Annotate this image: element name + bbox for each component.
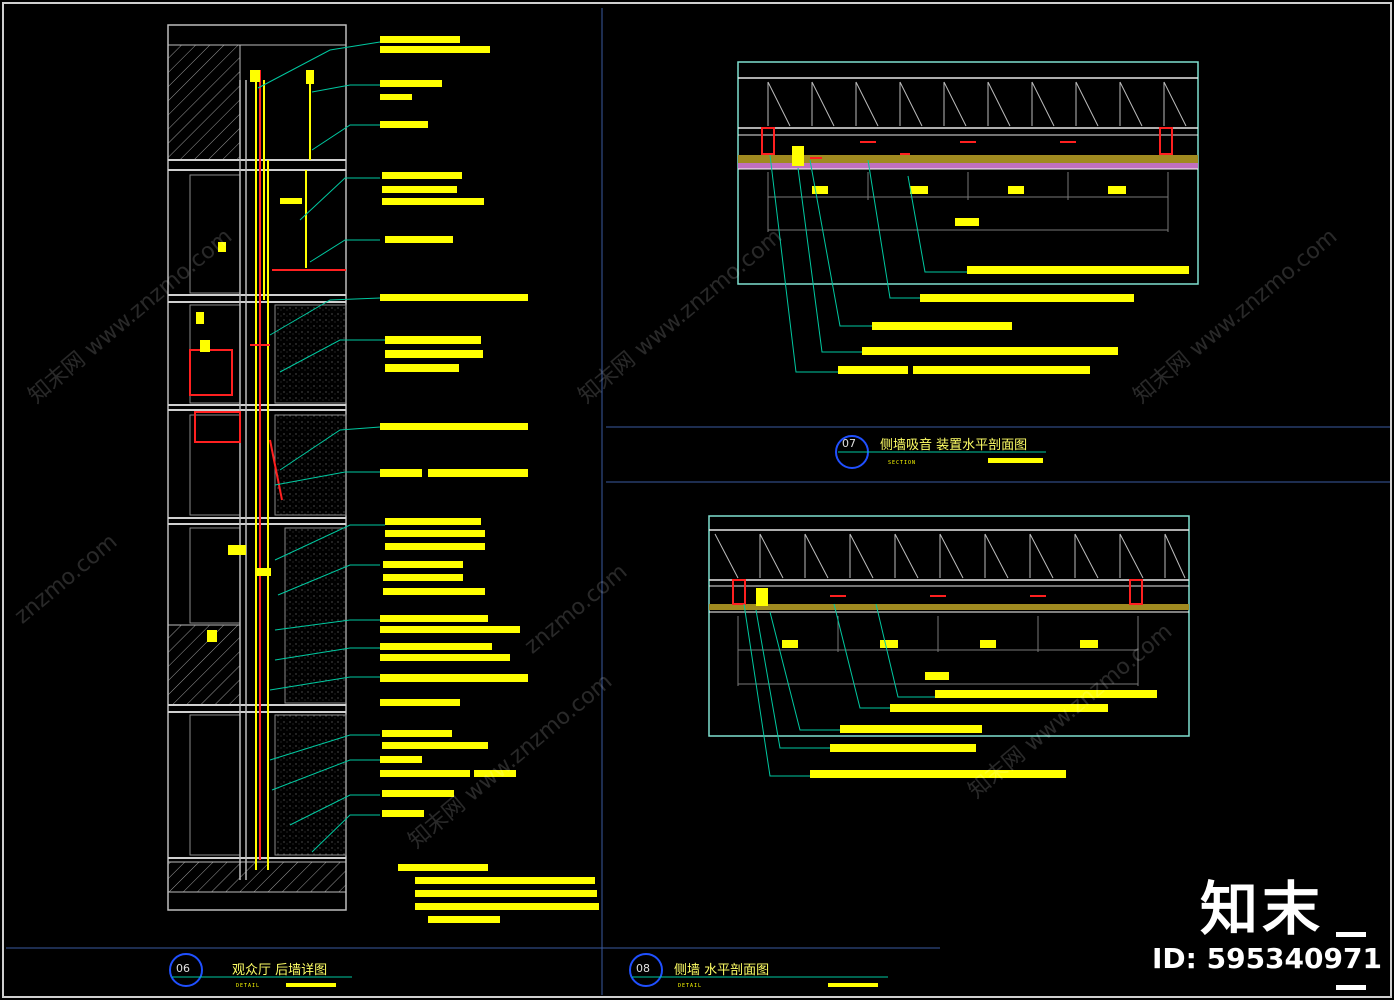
drawing-title-07: 侧墙吸音 装置水平剖面图 <box>880 438 1028 453</box>
detail-08-drawing <box>708 515 1190 778</box>
title-badge-07 <box>835 435 1046 469</box>
id-watermark: ID: 595340971 <box>1152 942 1382 975</box>
drawing-title-06: 观众厅 后墙详图 <box>232 963 328 978</box>
watermark-bar-top <box>1336 932 1366 937</box>
detail-06-annotations <box>257 36 599 923</box>
drawing-subtitle-08: DETAIL <box>678 983 703 989</box>
title-badge-08 <box>629 953 888 987</box>
watermark-bar-bottom <box>1336 985 1366 990</box>
detail-06-wall-section <box>167 24 347 911</box>
title-badge-06 <box>169 953 352 987</box>
drawing-subtitle-06: DETAIL <box>236 983 261 989</box>
drawing-subtitle-07: SECTION <box>888 460 917 466</box>
drawing-number-08: 08 <box>636 962 650 975</box>
drawing-title-08: 侧墙 水平剖面图 <box>674 963 770 978</box>
drawing-number-07: 07 <box>842 437 856 450</box>
section-07-drawing <box>737 61 1199 374</box>
brand-watermark: 知末 <box>1200 875 1325 943</box>
drawing-number-06: 06 <box>176 962 190 975</box>
